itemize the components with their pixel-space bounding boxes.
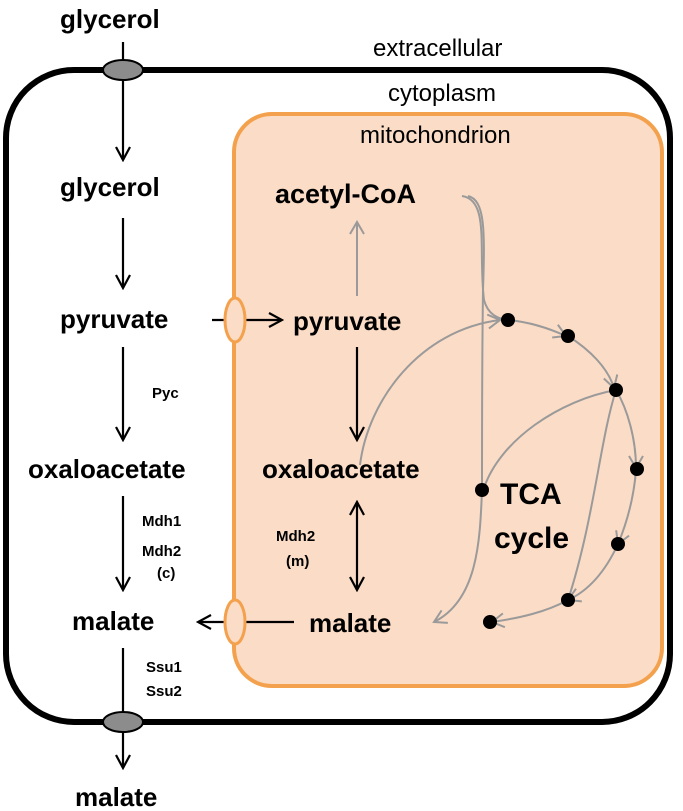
metabolite-malate-extracellular: malate bbox=[75, 782, 157, 811]
mitochondrion bbox=[232, 112, 664, 688]
metabolite-glycerol-extracellular: glycerol bbox=[60, 4, 160, 34]
enzyme-mdh2-mito-compartment: (m) bbox=[286, 553, 309, 570]
tca-path-to-malate bbox=[432, 489, 483, 624]
label-extracellular: extracellular bbox=[373, 35, 502, 62]
tca-path-oaa-entry bbox=[359, 313, 502, 466]
transporter-glycerol bbox=[102, 59, 144, 81]
enzyme-mdh2-cytosolic-compartment: (c) bbox=[157, 565, 175, 582]
tca-nodes bbox=[475, 313, 644, 629]
enzyme-pyc: Pyc bbox=[152, 385, 179, 402]
tca-label-line1: TCA bbox=[500, 478, 562, 511]
tca-path-inner-2 bbox=[567, 389, 617, 601]
tca-path-outer-2 bbox=[567, 335, 619, 390]
tca-path-outer-4 bbox=[615, 469, 637, 546]
metabolite-malate-cytoplasm: malate bbox=[72, 606, 154, 636]
transporter-malate-export bbox=[102, 711, 144, 733]
tca-node bbox=[475, 483, 489, 497]
metabolite-acetyl-coa: acetyl-CoA bbox=[275, 179, 416, 209]
metabolite-malate-mitochondrion: malate bbox=[309, 608, 391, 638]
tca-node bbox=[611, 537, 625, 551]
metabolite-pyruvate-mitochondrion: pyruvate bbox=[293, 306, 401, 336]
enzyme-mdh2-cytosolic-name: Mdh2 bbox=[142, 543, 181, 560]
enzyme-mdh1: Mdh1 bbox=[142, 513, 181, 530]
tca-node bbox=[561, 329, 575, 343]
metabolite-oxaloacetate-cytoplasm: oxaloacetate bbox=[28, 454, 186, 484]
transporter-malate-mito bbox=[223, 598, 247, 646]
transporter-pyruvate-mito bbox=[223, 296, 247, 344]
tca-node bbox=[630, 462, 644, 476]
metabolite-pyruvate-cytoplasm: pyruvate bbox=[60, 304, 168, 334]
metabolite-glycerol-cytoplasm: glycerol bbox=[60, 172, 160, 202]
tca-label-line2: cycle bbox=[494, 522, 569, 555]
tca-node bbox=[501, 313, 515, 327]
tca-node bbox=[609, 383, 623, 397]
tca-node bbox=[483, 615, 497, 629]
enzyme-mdh2-mito-name: Mdh2 bbox=[276, 528, 315, 545]
enzyme-ssu2: Ssu2 bbox=[146, 683, 182, 700]
cell-membrane bbox=[3, 67, 673, 725]
label-cytoplasm: cytoplasm bbox=[388, 80, 496, 107]
label-mitochondrion: mitochondrion bbox=[360, 122, 511, 149]
tca-node bbox=[561, 593, 575, 607]
tca-path-acetyl-to-malate bbox=[467, 195, 485, 489]
metabolite-oxaloacetate-mitochondrion: oxaloacetate bbox=[262, 454, 420, 484]
enzyme-ssu1: Ssu1 bbox=[146, 659, 182, 676]
tca-path-outer-3 bbox=[615, 389, 644, 470]
tca-path-inner-1 bbox=[483, 389, 617, 489]
